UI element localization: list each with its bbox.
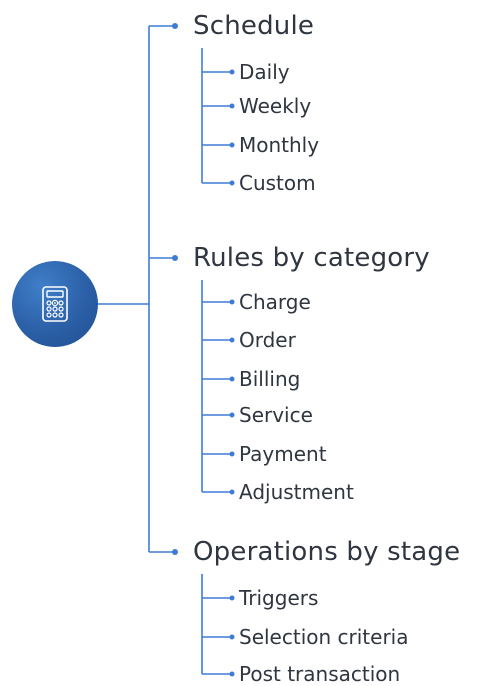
leaf-label: Post transaction [239,662,401,686]
leaf-dot [229,142,235,148]
leaf-label: Adjustment [239,480,354,504]
leaf-dot [229,489,235,495]
group-label-2: Rules by category [193,243,430,273]
branch-dot-1 [172,23,178,29]
leaf-dot [229,595,235,601]
leaf-dot [229,412,235,418]
leaf-label: Selection criteria [239,625,409,649]
branch-dot-3 [172,549,178,555]
leaf-dot [229,103,235,109]
leaf-dot [229,180,235,186]
group-label-1: Schedule [193,11,315,41]
leaf-dot [229,69,235,75]
leaf-dot [229,299,235,305]
leaf-label: Custom [239,171,316,195]
leaf-label: Triggers [239,586,319,610]
hub-node [12,261,98,347]
leaf-dot [229,634,235,640]
group-label-3: Operations by stage [193,537,461,567]
leaf-dot [229,671,235,677]
leaf-dot [229,376,235,382]
leaf-label: Daily [239,60,290,84]
leaf-dot [229,451,235,457]
branch-dot-2 [172,255,178,261]
leaf-dot [229,337,235,343]
leaf-label: Payment [239,442,327,466]
leaf-label: Charge [239,290,311,314]
calculator-gear-icon [42,286,68,322]
leaf-label: Monthly [239,133,320,157]
leaf-label: Weekly [239,94,312,118]
leaf-label: Billing [239,367,301,391]
leaf-label: Order [239,328,296,352]
leaf-label: Service [239,403,313,427]
